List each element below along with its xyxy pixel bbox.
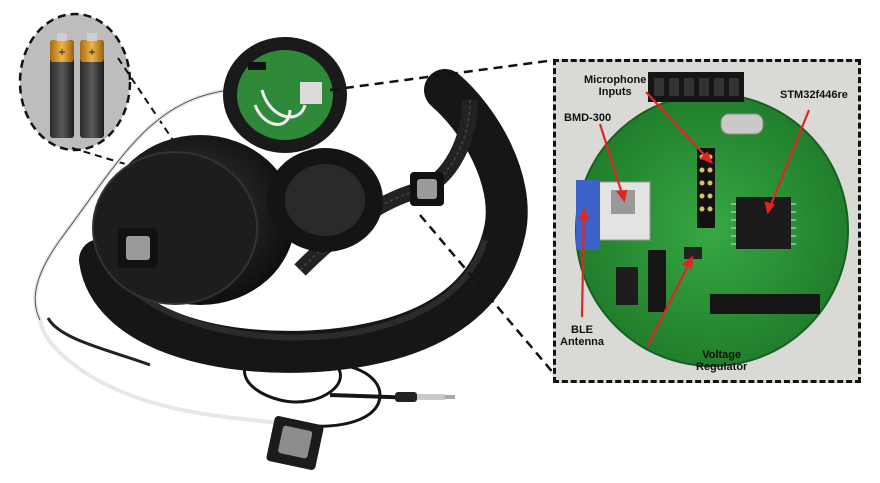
svg-text:+: + xyxy=(88,45,95,59)
arrow-bmd xyxy=(598,123,626,201)
arrow-ble xyxy=(580,209,586,318)
svg-text:+: + xyxy=(58,45,65,59)
audio-jack xyxy=(395,392,455,402)
arrow-stm xyxy=(766,109,811,213)
label-bmd300: BMD-300 xyxy=(564,112,612,124)
label-stm32: STM32f446re xyxy=(780,89,848,101)
label-microphone-inputs: Microphone Inputs xyxy=(584,74,647,98)
callout-line-top xyxy=(329,58,556,92)
callout-line-bottom xyxy=(419,214,556,376)
battery-left: + xyxy=(50,33,74,138)
arrow-vreg xyxy=(647,257,693,346)
pcb-inset: Microphone Inputs BMD-300 STM32f446re BL… xyxy=(553,59,861,383)
ear-cup-left xyxy=(92,135,295,305)
headband xyxy=(79,69,528,373)
pcb-photo xyxy=(575,72,849,367)
label-ble-antenna: BLE Antenna xyxy=(560,324,604,348)
ear-cushion-right xyxy=(267,148,383,252)
battery-bubble: + + xyxy=(18,12,132,152)
label-voltage-regulator: Voltage Regulator xyxy=(696,349,748,373)
open-ear-cup xyxy=(223,37,347,153)
arrow-mic xyxy=(645,91,712,163)
battery-right: + xyxy=(80,33,104,138)
battery-connector-line xyxy=(117,57,206,189)
sensor-pad-cable xyxy=(266,416,324,470)
